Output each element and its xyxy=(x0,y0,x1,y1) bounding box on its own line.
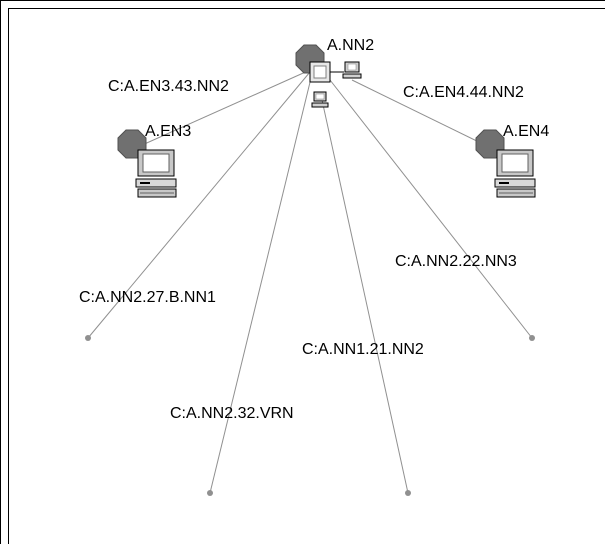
link-line-en4[interactable] xyxy=(351,79,488,147)
link-label-en3: C:A.EN3.43.NN2 xyxy=(108,78,229,95)
link-labels: C:A.EN3.43.NN2 C:A.EN4.44.NN2 C:A.NN2.27… xyxy=(79,78,524,422)
endpoint-dot[interactable] xyxy=(207,490,213,496)
link-label-en4: C:A.EN4.44.NN2 xyxy=(403,84,524,101)
small-computer-icon xyxy=(311,91,329,108)
link-label-nn1-b: C:A.NN2.27.B.NN1 xyxy=(79,289,216,306)
node-en3[interactable]: A.EN3 xyxy=(117,123,191,198)
link-line-nn3[interactable] xyxy=(329,79,533,339)
endpoint-dot[interactable] xyxy=(85,335,91,341)
link-label-nn1: C:A.NN1.21.NN2 xyxy=(302,341,424,358)
link-label-nn3: C:A.NN2.22.NN3 xyxy=(395,253,517,270)
endpoint-dot[interactable] xyxy=(405,490,411,496)
workstation-computer-icon xyxy=(494,149,536,198)
link-line-en3[interactable] xyxy=(139,69,311,147)
link-line-nn1[interactable] xyxy=(321,99,409,494)
endpoint-dot[interactable] xyxy=(529,335,535,341)
workstation-computer-icon xyxy=(135,149,177,198)
hub-node[interactable]: A.NN2 xyxy=(295,37,374,108)
link-label-vrn: C:A.NN2.32.VRN xyxy=(170,405,294,422)
node-en3-label: A.EN3 xyxy=(145,123,191,140)
node-en4[interactable]: A.EN4 xyxy=(475,123,549,198)
hub-label: A.NN2 xyxy=(327,37,374,54)
node-en4-label: A.EN4 xyxy=(503,123,549,140)
link-lines xyxy=(87,69,533,494)
link-endpoints xyxy=(85,335,535,496)
small-computer-icon xyxy=(342,61,362,79)
link-line-nn1-b[interactable] xyxy=(87,71,311,339)
link-line-vrn[interactable] xyxy=(209,73,313,494)
